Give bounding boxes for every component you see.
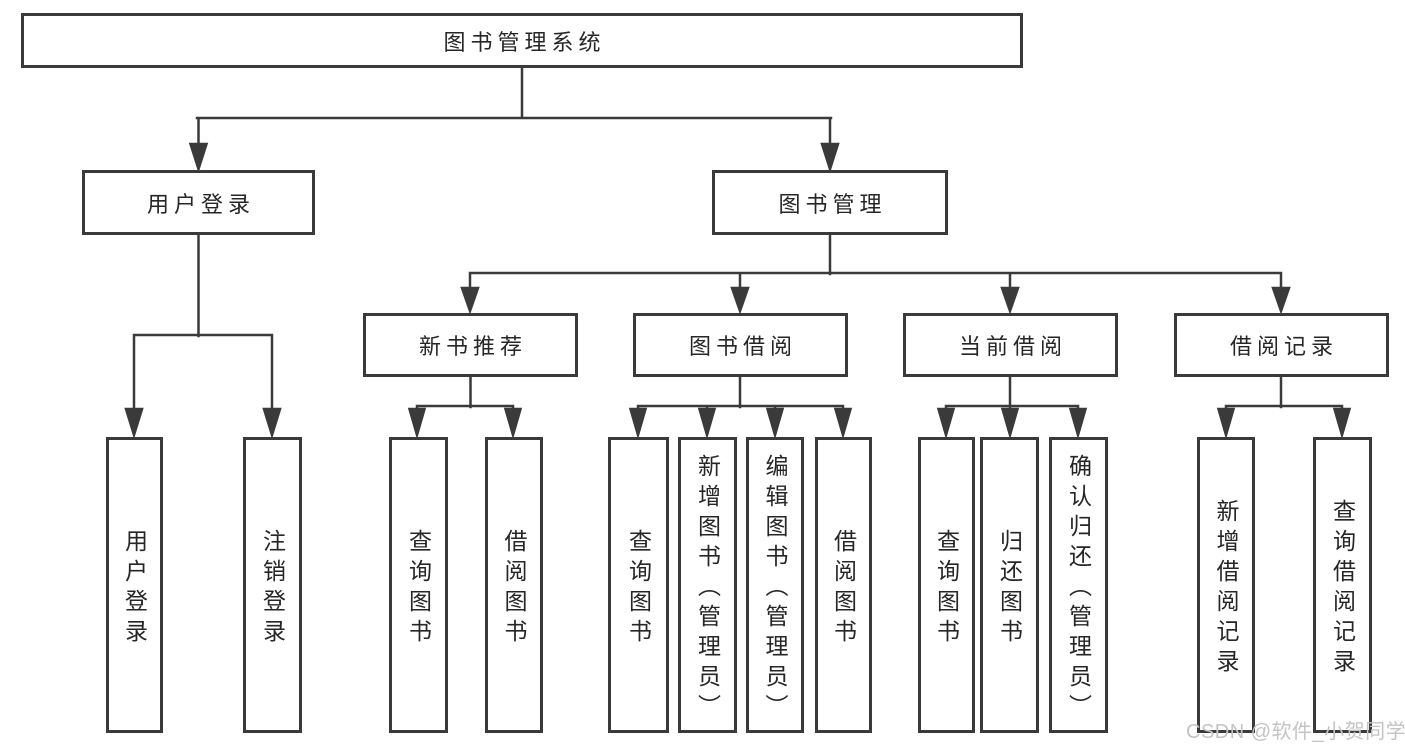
node-library-management-system: 图书管理系统	[21, 13, 1023, 68]
node-label: 借阅图书	[830, 528, 857, 649]
node-label: 确认归还（管理员）	[1065, 453, 1092, 724]
connector-current-borrowing-children	[936, 375, 1088, 440]
leaf-query-books-borrowing: 查询图书	[608, 437, 669, 733]
connector-user-login-children	[124, 233, 282, 440]
node-label: 当前借阅	[958, 334, 1067, 359]
leaf-query-books-current: 查询图书	[918, 437, 975, 733]
leaf-query-borrow-record: 查询借阅记录	[1313, 437, 1372, 733]
leaf-user-login: 用户登录	[106, 437, 163, 733]
csdn-watermark: CSDN @软件_小贺同学	[1186, 721, 1405, 743]
leaf-borrow-books-recommend: 借阅图书	[485, 437, 543, 733]
node-label: 查询图书	[405, 528, 432, 649]
leaf-add-books-admin: 新增图书（管理员）	[678, 437, 737, 733]
leaf-borrow-books-borrowing: 借阅图书	[815, 437, 872, 733]
node-label: 新增借阅记录	[1213, 498, 1239, 679]
node-user-login: 用户登录	[82, 170, 315, 235]
node-label: 归还图书	[996, 528, 1023, 649]
leaf-confirm-return-admin: 确认归还（管理员）	[1049, 437, 1108, 733]
node-label: 借阅图书	[501, 528, 527, 649]
leaf-return-books: 归还图书	[980, 437, 1039, 733]
node-book-management: 图书管理	[712, 170, 948, 235]
node-label: 查询借阅记录	[1329, 498, 1356, 679]
node-label: 新增图书（管理员）	[694, 453, 721, 724]
node-book-borrowing: 图书借阅	[633, 313, 848, 377]
node-current-borrowing: 当前借阅	[903, 313, 1118, 377]
connector-book-borrowing-children	[628, 375, 853, 440]
node-new-book-recommend: 新书推荐	[363, 313, 578, 377]
node-label: 用户登录	[121, 528, 148, 649]
node-label: 图书管理	[778, 191, 887, 217]
node-label: 图书管理系统	[443, 29, 606, 55]
node-label: 新书推荐	[418, 334, 527, 359]
connector-root-to-level1	[188, 66, 840, 174]
node-label: 查询图书	[625, 528, 652, 649]
node-label: 查询图书	[933, 528, 960, 649]
node-label: 用户登录	[146, 191, 255, 217]
node-label: 图书借阅	[688, 334, 797, 359]
leaf-add-borrow-record: 新增借阅记录	[1197, 437, 1255, 733]
connector-borrow-records-children	[1216, 375, 1352, 440]
leaf-edit-books-admin: 编辑图书（管理员）	[746, 437, 804, 733]
node-label: 编辑图书（管理员）	[762, 453, 788, 724]
leaf-query-books-recommend: 查询图书	[389, 437, 448, 733]
node-label: 借阅记录	[1229, 334, 1338, 359]
node-borrow-records: 借阅记录	[1174, 313, 1389, 377]
connector-new-book-recommend-children	[407, 375, 523, 440]
leaf-logout: 注销登录	[243, 437, 302, 733]
node-label: 注销登录	[259, 528, 286, 649]
connector-book-management-children	[460, 233, 1291, 315]
